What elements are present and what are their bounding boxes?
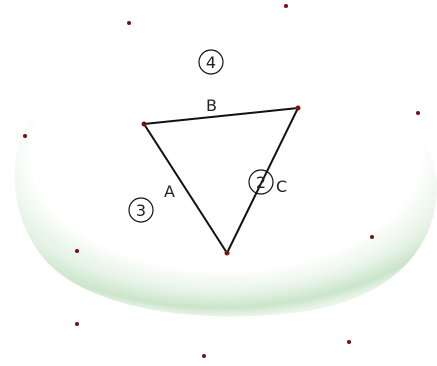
scatter-point (284, 4, 288, 8)
scatter-point (370, 235, 374, 239)
region-number-3: 3 (136, 201, 146, 220)
vertex (142, 122, 147, 127)
edge-label-b: B (206, 96, 217, 115)
scatter-point (75, 322, 79, 326)
surface-rim (15, 61, 437, 316)
scatter-point (416, 111, 420, 115)
vertex (225, 251, 230, 256)
edge-label-a: A (164, 182, 175, 201)
scatter-point (75, 249, 79, 253)
region-number-2: 2 (256, 173, 266, 192)
scatter-point (202, 354, 206, 358)
region-number-4: 4 (206, 53, 216, 72)
scatter-point (23, 134, 27, 138)
vertex (296, 106, 301, 111)
edge-label-c: C (276, 177, 287, 196)
scatter-point (347, 340, 351, 344)
scatter-point (127, 21, 131, 25)
shaded-surface (15, 61, 437, 316)
